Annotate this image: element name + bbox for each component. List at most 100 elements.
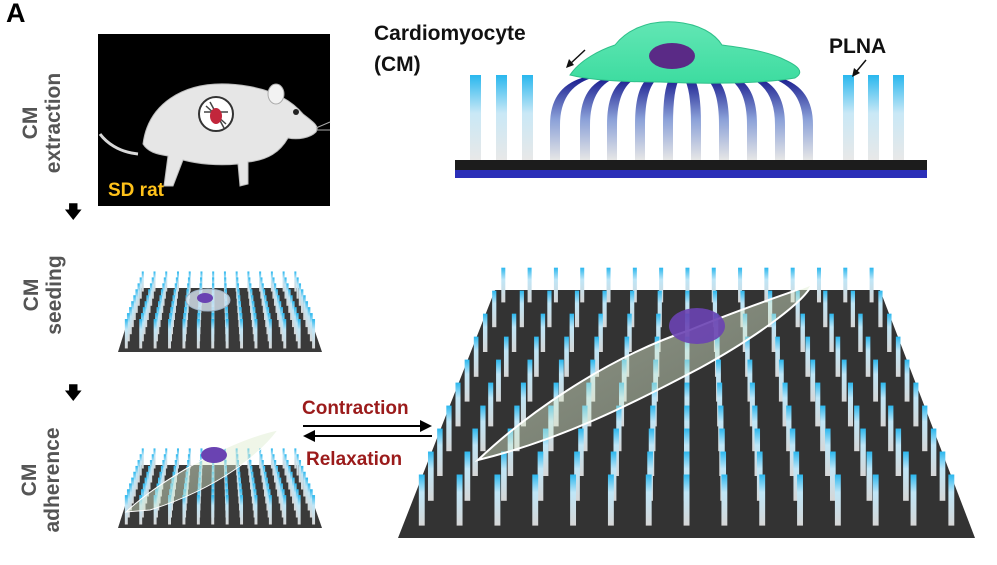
pillar [196, 319, 200, 349]
pillar [277, 471, 280, 497]
pillar [519, 290, 524, 328]
pillar-straight [496, 75, 507, 160]
pillar [149, 460, 153, 483]
pillar [131, 477, 134, 504]
pillar [534, 336, 539, 377]
pillar [632, 267, 637, 303]
pillar [168, 319, 171, 349]
large-nucleus [669, 308, 725, 344]
cell-pointer-arrowhead-icon [566, 59, 574, 68]
pillar [307, 483, 311, 511]
contraction-arrowhead-icon [420, 420, 432, 432]
pillar [129, 483, 132, 511]
pillar [273, 283, 277, 306]
pillar [162, 283, 165, 306]
pillar [286, 283, 289, 306]
pillar [540, 313, 546, 352]
pillar [307, 307, 311, 335]
pillar [455, 382, 461, 427]
pillar [594, 336, 600, 377]
pillar [262, 465, 266, 490]
cell-pointer [569, 49, 586, 65]
pillar [151, 454, 154, 476]
pillar [683, 474, 690, 526]
pillar [303, 471, 306, 497]
pillar-straight [843, 75, 854, 160]
pillar [790, 267, 795, 303]
pillar [446, 405, 452, 452]
pillar [153, 319, 157, 349]
pillar [843, 267, 848, 303]
pillar [437, 428, 443, 476]
pillar [910, 474, 917, 526]
pillar [165, 271, 168, 292]
pillar [574, 290, 580, 328]
pillar [151, 277, 154, 299]
pillar-bent [683, 78, 701, 160]
pillar [135, 289, 138, 313]
pillar [820, 405, 826, 452]
pillar [270, 448, 273, 469]
pillar [268, 495, 272, 525]
pillar [211, 495, 215, 525]
pillar [574, 451, 580, 501]
pillar [418, 474, 425, 526]
pillar [496, 359, 501, 402]
pillar [835, 336, 841, 377]
pillar [651, 382, 657, 427]
pillar [141, 448, 144, 469]
pillar-bent [727, 78, 757, 160]
pillar [712, 290, 718, 328]
pillar [606, 267, 611, 303]
pillar [745, 336, 750, 377]
pillar [645, 474, 652, 526]
pillar [292, 477, 295, 504]
pillar [578, 428, 584, 476]
cardiomyocyte-label: Cardiomyocyte (CM) [374, 18, 526, 80]
pillar [527, 359, 533, 402]
pillar [275, 289, 278, 313]
pillar [903, 451, 909, 501]
pillar [795, 290, 800, 328]
pillar [841, 359, 847, 402]
pillar [865, 336, 871, 377]
pillar [872, 474, 879, 526]
pillar [789, 428, 796, 476]
pillar [771, 313, 777, 352]
pillar [456, 474, 463, 526]
pillar [139, 277, 142, 299]
pillar [139, 319, 143, 349]
pillar-bent [771, 78, 813, 160]
pillar [124, 319, 128, 349]
pillar [153, 495, 157, 525]
pillar [616, 405, 622, 452]
pillar [141, 271, 144, 292]
pillar [196, 495, 200, 525]
panel-letter: A [6, 0, 26, 28]
pillar [288, 465, 291, 490]
pillar [272, 454, 275, 476]
pillar [137, 283, 140, 306]
pillar [294, 271, 297, 292]
pillar [558, 359, 564, 402]
pillar [135, 465, 138, 490]
pillar [823, 290, 828, 328]
pillar [277, 295, 280, 320]
pillar [298, 283, 302, 306]
pillar [262, 289, 266, 313]
pillar-bent [705, 78, 729, 160]
relaxation-label: Relaxation [306, 449, 403, 470]
pillar [312, 495, 316, 525]
pillar [797, 474, 803, 526]
pillar [284, 454, 287, 476]
pillar [126, 313, 130, 342]
rat-label: SD rat [108, 180, 164, 201]
pillar [810, 359, 816, 402]
seeding-pillars [124, 271, 316, 349]
rat-image [98, 34, 331, 206]
pillar [282, 448, 285, 469]
pillar [782, 382, 788, 427]
